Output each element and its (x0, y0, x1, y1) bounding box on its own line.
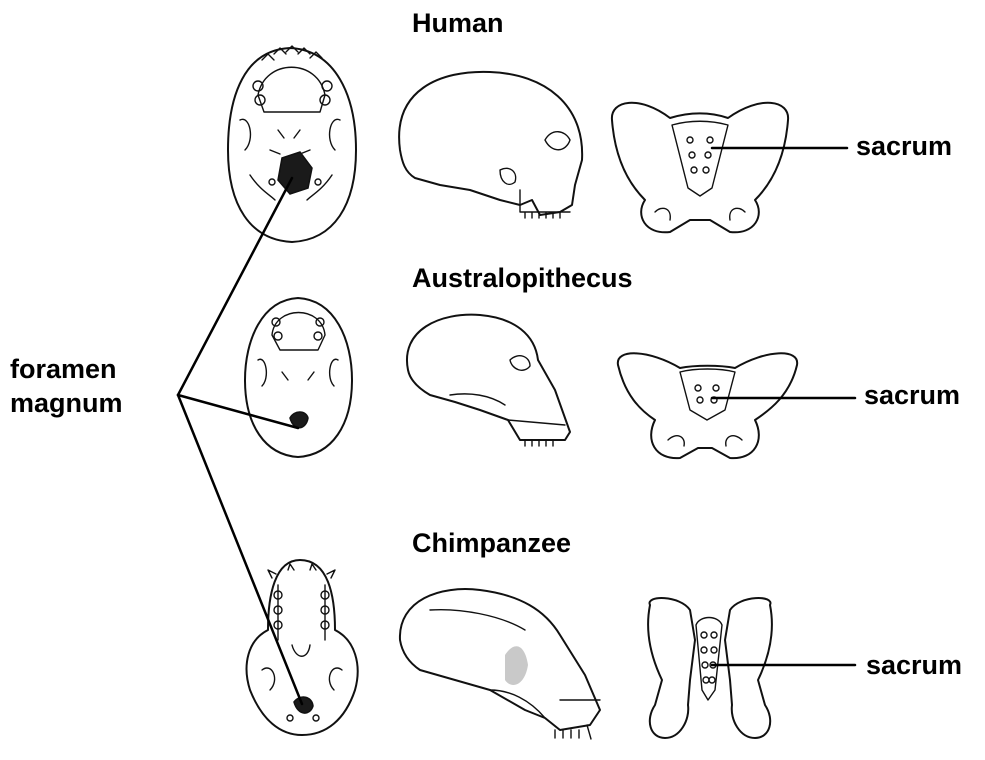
chimpanzee-pelvis (648, 598, 772, 738)
foramen-label-line2: magnum (10, 390, 123, 417)
row-title-chimpanzee: Chimpanzee (412, 530, 571, 557)
australopithecus-pelvis (618, 353, 797, 458)
human-skull-base-view (228, 46, 356, 242)
chimpanzee-skull-base-view (247, 560, 358, 735)
foramen-label-line1: foramen (10, 356, 117, 383)
sacrum-label-australopithecus: sacrum (864, 382, 960, 409)
sacrum-label-human: sacrum (856, 133, 952, 160)
row-title-australopithecus: Australopithecus (412, 265, 633, 292)
chimpanzee-skull-side-view (400, 589, 600, 739)
foramen-magnum-leader-lines (178, 178, 302, 704)
human-pelvis (612, 103, 788, 233)
human-skull-side-view (399, 72, 582, 218)
australopithecus-skull-side-view (407, 315, 570, 446)
sacrum-label-chimpanzee: sacrum (866, 652, 962, 679)
australopithecus-skull-base-view (245, 298, 352, 457)
sacrum-leader-lines (712, 148, 855, 665)
row-title-human: Human (412, 10, 504, 37)
